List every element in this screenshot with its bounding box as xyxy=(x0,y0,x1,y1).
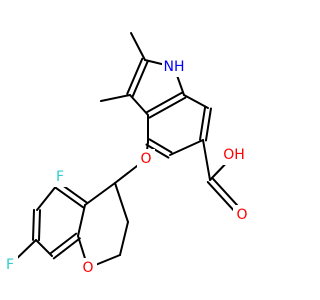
bond-c4-c5-b xyxy=(148,138,173,154)
bond-c5c-c6c xyxy=(36,184,58,211)
bond-c6c-c7c-a xyxy=(32,208,36,241)
atom-label-f-bottom: F xyxy=(6,257,14,273)
bond-c2-me2 xyxy=(130,32,146,61)
atom-label-nh: NH xyxy=(164,59,185,75)
bond-c8c-c8a-a xyxy=(52,237,81,260)
bond-c4c-c4a xyxy=(84,182,116,206)
molecule-structure: NH O OH O F F O xyxy=(2,32,251,278)
bond-c3-c2-b xyxy=(126,57,144,95)
atom-label-acid-o: O xyxy=(236,207,247,223)
bond-c4-c5-a xyxy=(145,143,170,159)
bonds xyxy=(9,32,246,269)
bond-c7a-c3a-b xyxy=(148,96,187,119)
bond-c8c-c8a-b xyxy=(49,232,78,255)
bond-c7a-c3a-a xyxy=(145,91,184,114)
atom-label-f-top: F xyxy=(56,169,64,185)
atom-label-ring-o: O xyxy=(82,260,93,276)
bond-c6-c7-a xyxy=(204,107,212,142)
bond-c6-cac xyxy=(202,139,211,181)
bond-c5-c6 xyxy=(169,139,204,156)
bond-c6-c7-b xyxy=(199,106,207,141)
bond-c7-c7a xyxy=(183,94,209,109)
atom-label-ether-o: O xyxy=(140,151,151,167)
molecule-canvas: NH O OH O F F O xyxy=(2,32,251,278)
bond-c3-me3 xyxy=(100,94,131,102)
atom-label-acid-oh: OH xyxy=(223,147,245,163)
bond-c3a-c3 xyxy=(129,94,149,116)
bond-c3c-c4c xyxy=(114,182,129,223)
bond-c6c-c7c-b xyxy=(37,209,41,242)
bond-c2c-c3c xyxy=(119,221,129,256)
bond-c4a-c5c-b xyxy=(54,186,85,209)
bond-c8a-c4a xyxy=(77,204,86,237)
atom-labels: NH O OH O F F O xyxy=(2,57,251,278)
bond-c3-c2-a xyxy=(131,60,149,98)
